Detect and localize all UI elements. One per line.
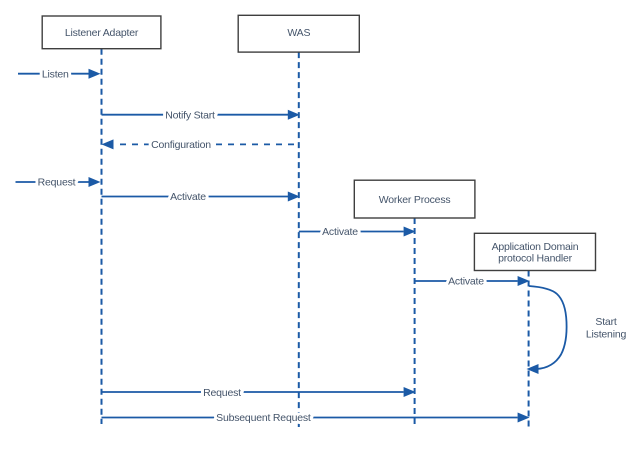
svg-text:Request: Request — [203, 387, 241, 399]
svg-text:Listener Adapter: Listener Adapter — [65, 27, 139, 39]
svg-text:protocol Handler: protocol Handler — [498, 253, 573, 265]
svg-text:Activate: Activate — [448, 276, 484, 288]
svg-text:Notify Start: Notify Start — [165, 109, 215, 121]
svg-text:Start: Start — [595, 316, 616, 328]
svg-text:Listen: Listen — [42, 68, 69, 80]
svg-text:Activate: Activate — [322, 226, 358, 238]
svg-text:Activate: Activate — [170, 191, 206, 203]
svg-text:WAS: WAS — [287, 27, 310, 39]
svg-text:Request: Request — [38, 177, 76, 189]
svg-text:Configuration: Configuration — [151, 139, 211, 151]
svg-text:Application Domain: Application Domain — [492, 241, 579, 253]
svg-text:Subsequent Request: Subsequent Request — [216, 412, 311, 424]
svg-text:Listening: Listening — [586, 328, 627, 340]
svg-text:Worker Process: Worker Process — [379, 194, 451, 206]
